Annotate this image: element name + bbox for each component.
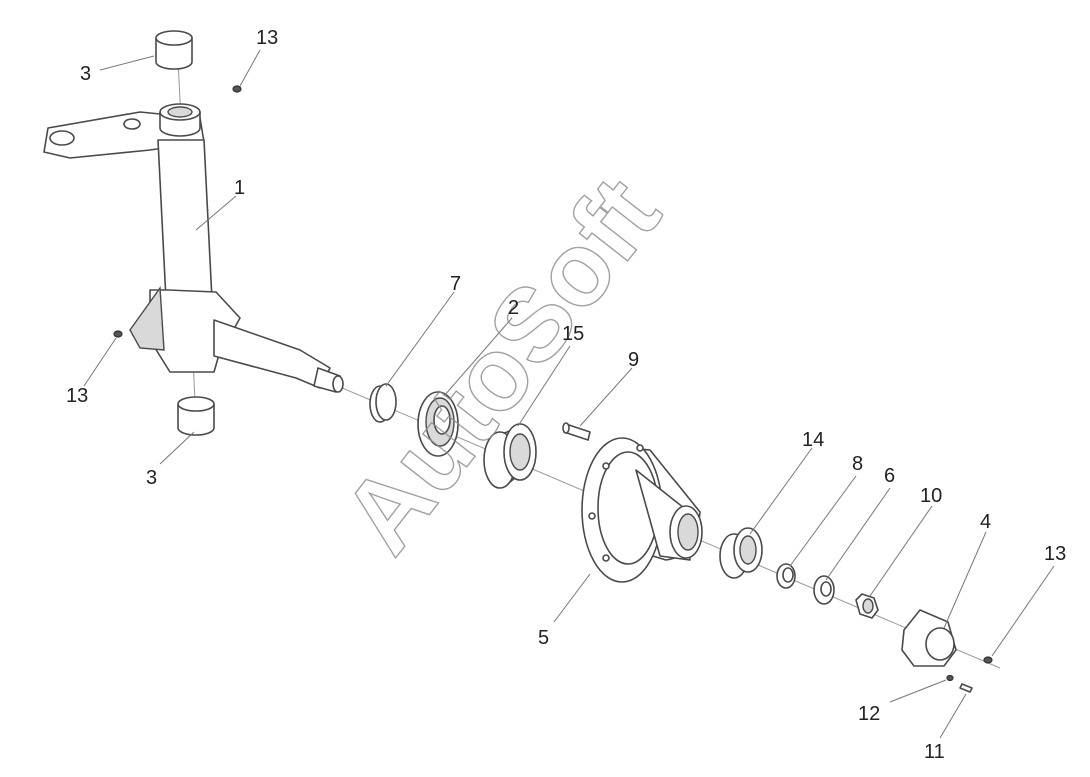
- callout-14: 14: [802, 429, 824, 451]
- callout-13-upper: 13: [256, 27, 278, 49]
- oil-seal: [417, 391, 459, 457]
- outer-bearing: [719, 527, 763, 579]
- callout-7: 7: [450, 273, 461, 295]
- callout-10: 10: [920, 485, 942, 507]
- spacer-ring: [369, 383, 397, 423]
- leader-lines: [83, 49, 1055, 739]
- bushing-upper: [155, 30, 193, 70]
- inner-bearing: [483, 423, 537, 489]
- hub-cap: [901, 609, 957, 667]
- wheel-stud: [562, 422, 591, 441]
- callout-8: 8: [852, 453, 863, 475]
- flat-washer: [813, 575, 835, 605]
- callout-11: 11: [924, 741, 945, 763]
- callout-3-upper: 3: [80, 63, 91, 85]
- callout-15: 15: [562, 323, 584, 345]
- callout-3-lower: 3: [146, 467, 157, 489]
- small-washer: [946, 674, 954, 682]
- callout-13-right: 13: [1044, 543, 1066, 565]
- callout-13-left: 13: [66, 385, 88, 407]
- steering-knuckle: [43, 103, 344, 393]
- bushing-lower: [177, 396, 215, 436]
- callout-5: 5: [538, 627, 549, 649]
- callout-labels: 3 13 1 13 3 7 2 15 9 5 14 8 6 10 4 13 12…: [66, 27, 1066, 763]
- wheel-hub: [581, 437, 703, 583]
- callout-6: 6: [884, 465, 895, 487]
- callout-12: 12: [858, 703, 880, 725]
- callout-9: 9: [628, 349, 639, 371]
- callout-2: 2: [508, 297, 519, 319]
- callout-4: 4: [980, 511, 991, 533]
- spacer-washer: [776, 563, 796, 589]
- castle-nut: [855, 593, 879, 619]
- grease-nipple-left: [113, 330, 123, 338]
- callout-1: 1: [234, 177, 245, 199]
- grease-nipple-upper: [232, 85, 242, 93]
- cap-bolt: [959, 683, 973, 693]
- grease-nipple-right: [983, 656, 993, 664]
